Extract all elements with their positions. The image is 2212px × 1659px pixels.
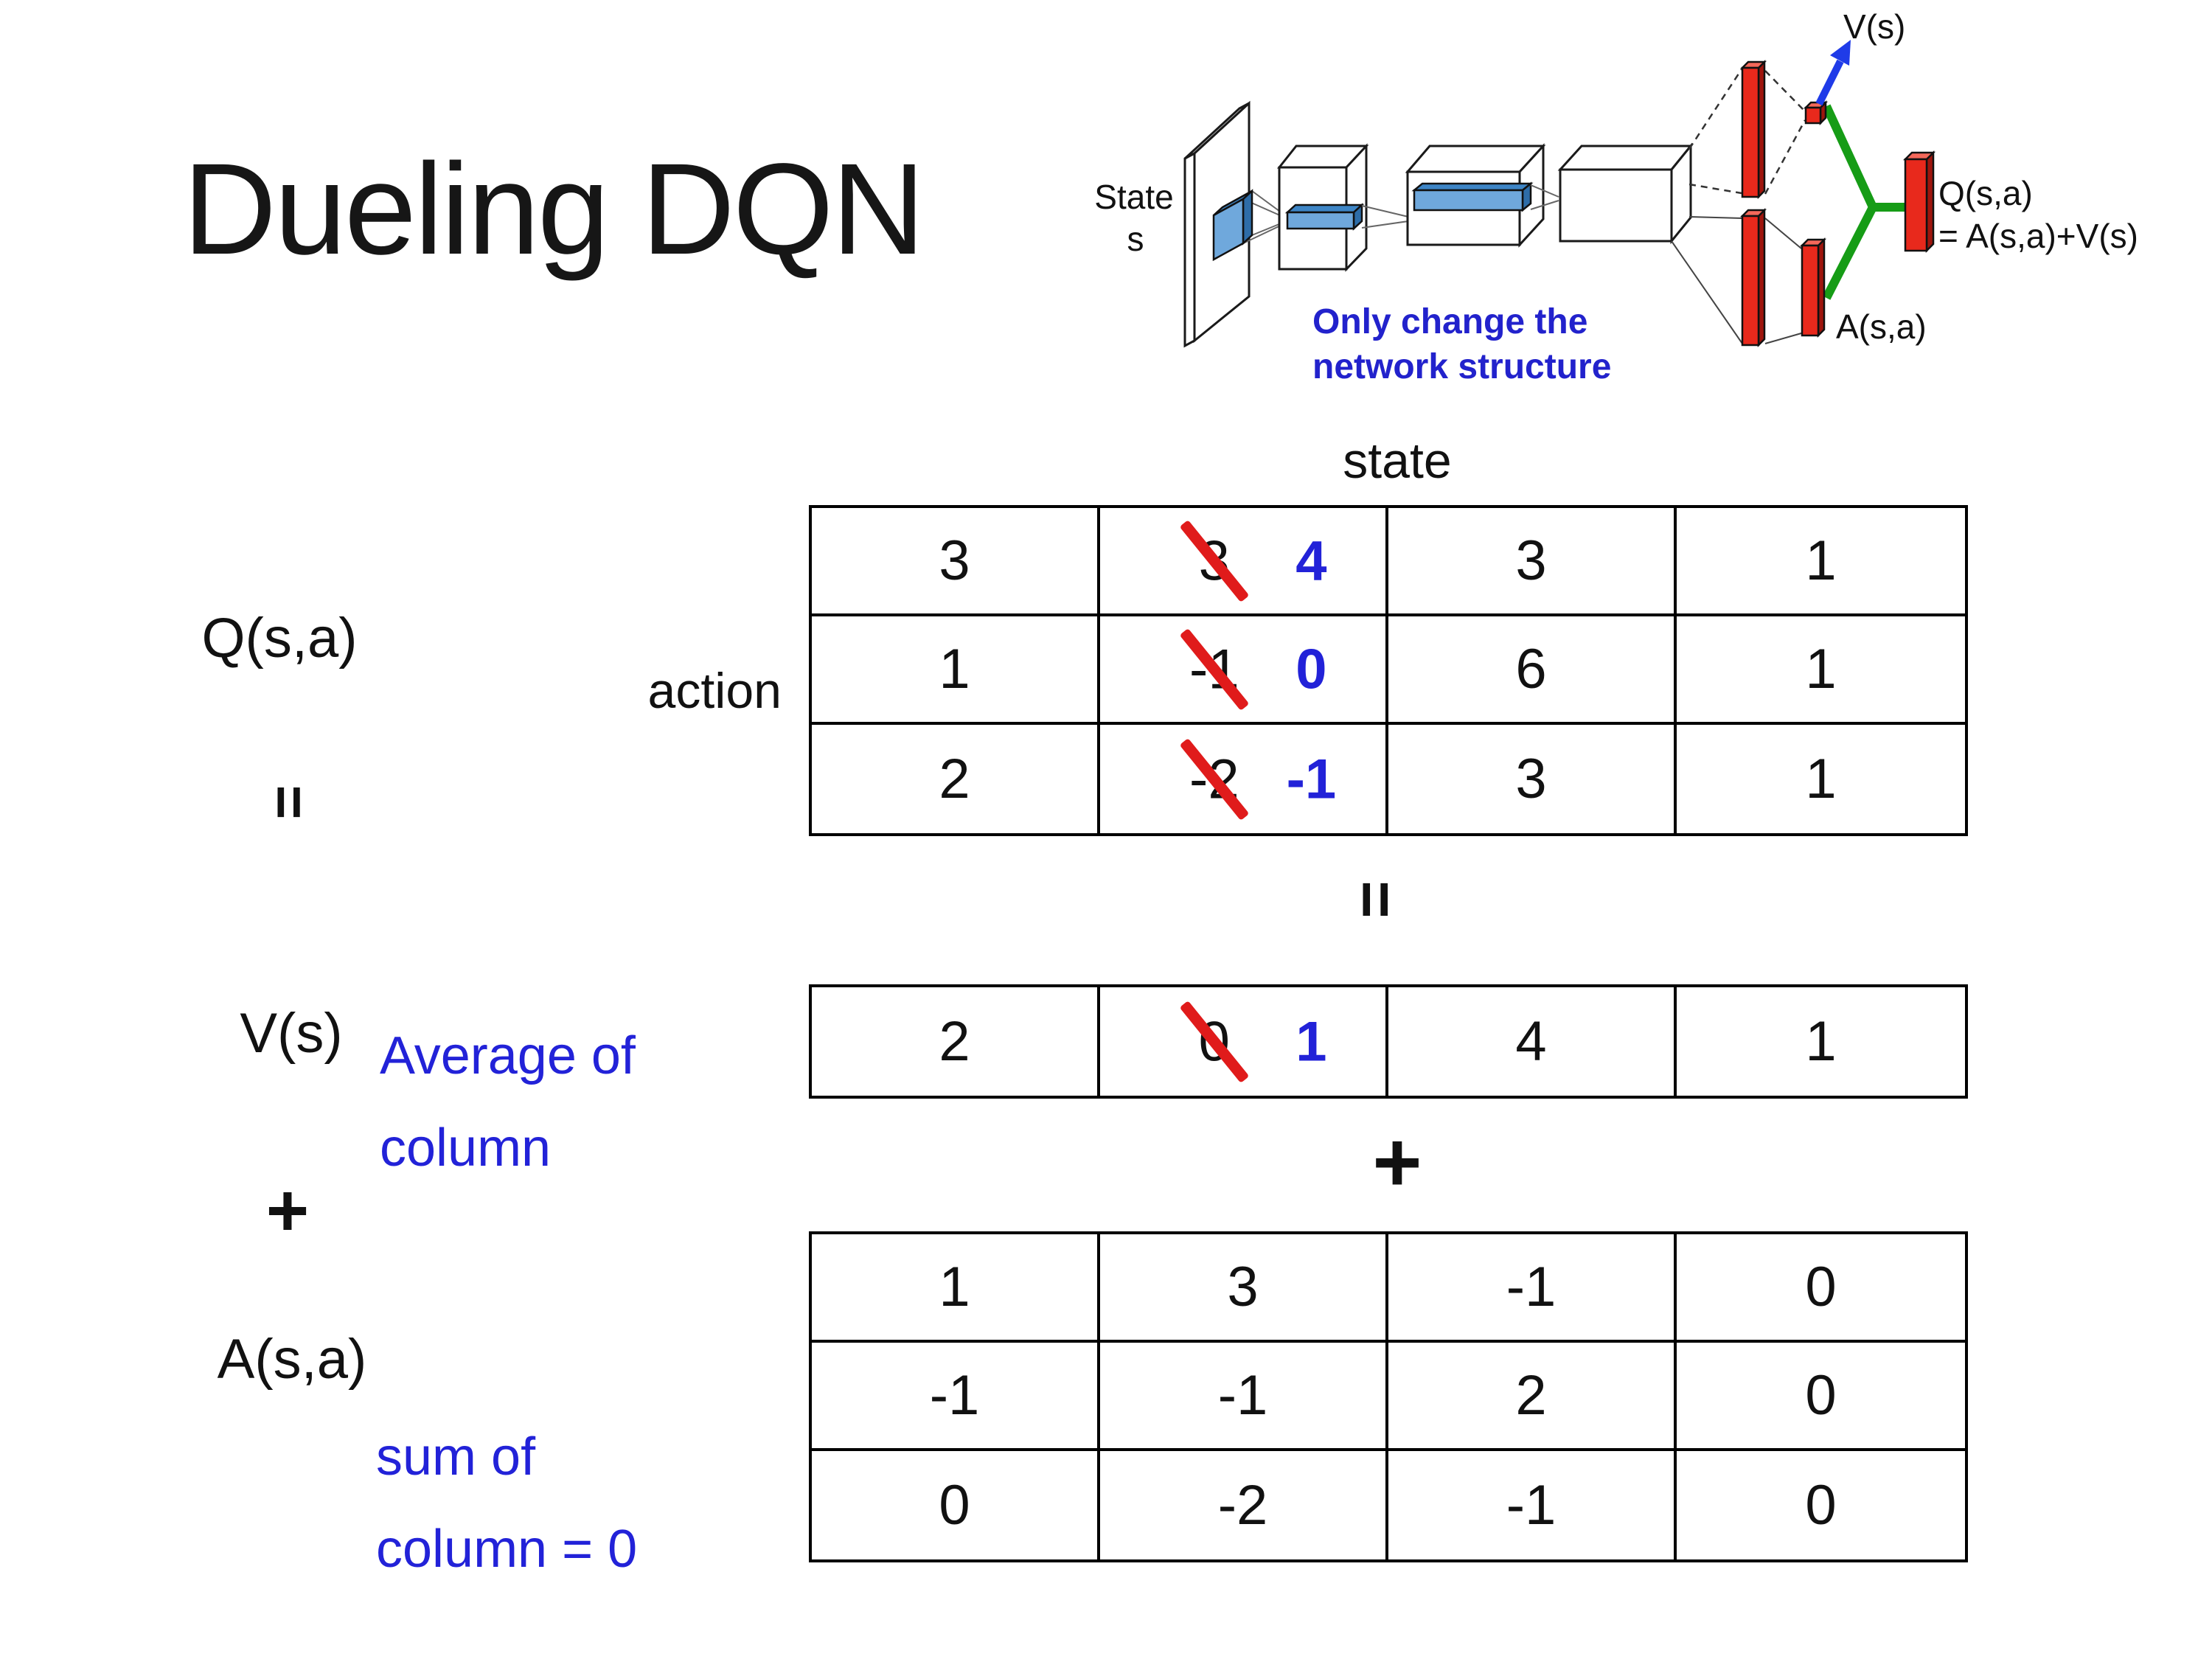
table-cell: 3: [1388, 508, 1677, 616]
table-cell-crossed: -1 0: [1100, 616, 1388, 725]
conv-box-3: [1557, 142, 1694, 245]
q-output-label-line1: Q(s,a): [1938, 174, 2033, 212]
table-cell: -1: [1388, 1234, 1677, 1343]
network-architecture-diagram: State s V(s) Q(s,a) = A(s,a)+V(s) A(s,a)…: [1094, 7, 2138, 386]
table-cell: 1: [1677, 616, 1965, 725]
table-cell: 0: [1677, 1343, 1965, 1451]
new-value: -1: [1286, 748, 1337, 810]
conv-filter-shape: [1212, 189, 1253, 262]
v-output-label: V(s): [1843, 7, 1905, 46]
table-cell-crossed: 3 4: [1100, 508, 1388, 616]
fc-bar-value: [1739, 59, 1767, 200]
page-title: Dueling DQN: [183, 137, 925, 282]
equals-mid: =: [1340, 880, 1413, 919]
new-value: 4: [1295, 529, 1327, 592]
equals-left: =: [257, 785, 322, 820]
a-table: 1 3 -1 0 -1 -1 2 0 0 -2 -1 0: [809, 1231, 1968, 1562]
plus-mid: +: [1372, 1115, 1422, 1210]
table-cell: -1: [1388, 1451, 1677, 1559]
table-cell: 1: [1805, 748, 1837, 810]
state-label-line1: State: [1094, 178, 1173, 216]
merge-y-connector: [1822, 104, 1908, 300]
conv-cone-lines-2: [1361, 205, 1409, 229]
fc-bar-advantage: [1739, 207, 1767, 348]
table-cell: 2: [812, 987, 1100, 1096]
plus-left: +: [265, 1169, 310, 1252]
a-equation-label: A(s,a): [217, 1328, 367, 1391]
new-value: 0: [1295, 638, 1327, 700]
advantage-stream-lines: [1671, 216, 1802, 344]
state-axis-header: state: [1343, 433, 1452, 489]
v-output-node: [1803, 100, 1829, 126]
v-arrow: [1815, 40, 1851, 106]
table-cell: 0: [1677, 1234, 1965, 1343]
q-output-bar: [1902, 150, 1936, 254]
feature-bar-2: [1411, 181, 1534, 212]
table-cell: 1: [812, 1234, 1100, 1343]
table-cell-crossed: -2 -1: [1100, 725, 1388, 833]
new-value: 1: [1295, 1010, 1327, 1073]
q-output-label-line2: = A(s,a)+V(s): [1938, 217, 2138, 255]
table-cell: 3: [1100, 1234, 1388, 1343]
a-output-label: A(s,a): [1836, 307, 1927, 346]
table-cell: 3: [812, 508, 1100, 616]
table-cell: -2: [1100, 1451, 1388, 1559]
diagram-note-line2: network structure: [1312, 347, 1611, 386]
table-cell: 1: [1805, 1010, 1837, 1073]
table-cell: 2: [1388, 1343, 1677, 1451]
table-cell: 1: [812, 616, 1100, 725]
table-cell: 3: [1388, 725, 1677, 833]
v-equation-label: V(s): [240, 1002, 343, 1065]
table-cell: 6: [1388, 616, 1677, 725]
a-output-bar: [1799, 237, 1827, 338]
q-equation-label: Q(s,a): [201, 607, 358, 669]
table-cell: -1: [812, 1343, 1100, 1451]
diagram-note-line1: Only change the: [1312, 302, 1587, 341]
v-table: 2 0 1 4 1: [809, 984, 1968, 1099]
action-axis-header: action: [647, 663, 782, 719]
state-label-line2: s: [1127, 220, 1144, 258]
conv-cone-lines-3: [1530, 184, 1559, 210]
table-cell: 4: [1388, 987, 1677, 1096]
q-table: 3 3 4 3 1 1 -1 0 6 1 2 -2 -1 3 1: [809, 505, 1968, 836]
value-stream-dashed-lines: [1688, 69, 1806, 195]
table-cell: 0: [1805, 1474, 1837, 1537]
table-cell: 2: [812, 725, 1100, 833]
table-cell: -1: [1100, 1343, 1388, 1451]
table-cell: 1: [1677, 508, 1965, 616]
table-cell: 0: [812, 1451, 1100, 1559]
feature-bar-1: [1284, 203, 1365, 231]
table-cell-crossed: 0 1: [1100, 987, 1388, 1096]
